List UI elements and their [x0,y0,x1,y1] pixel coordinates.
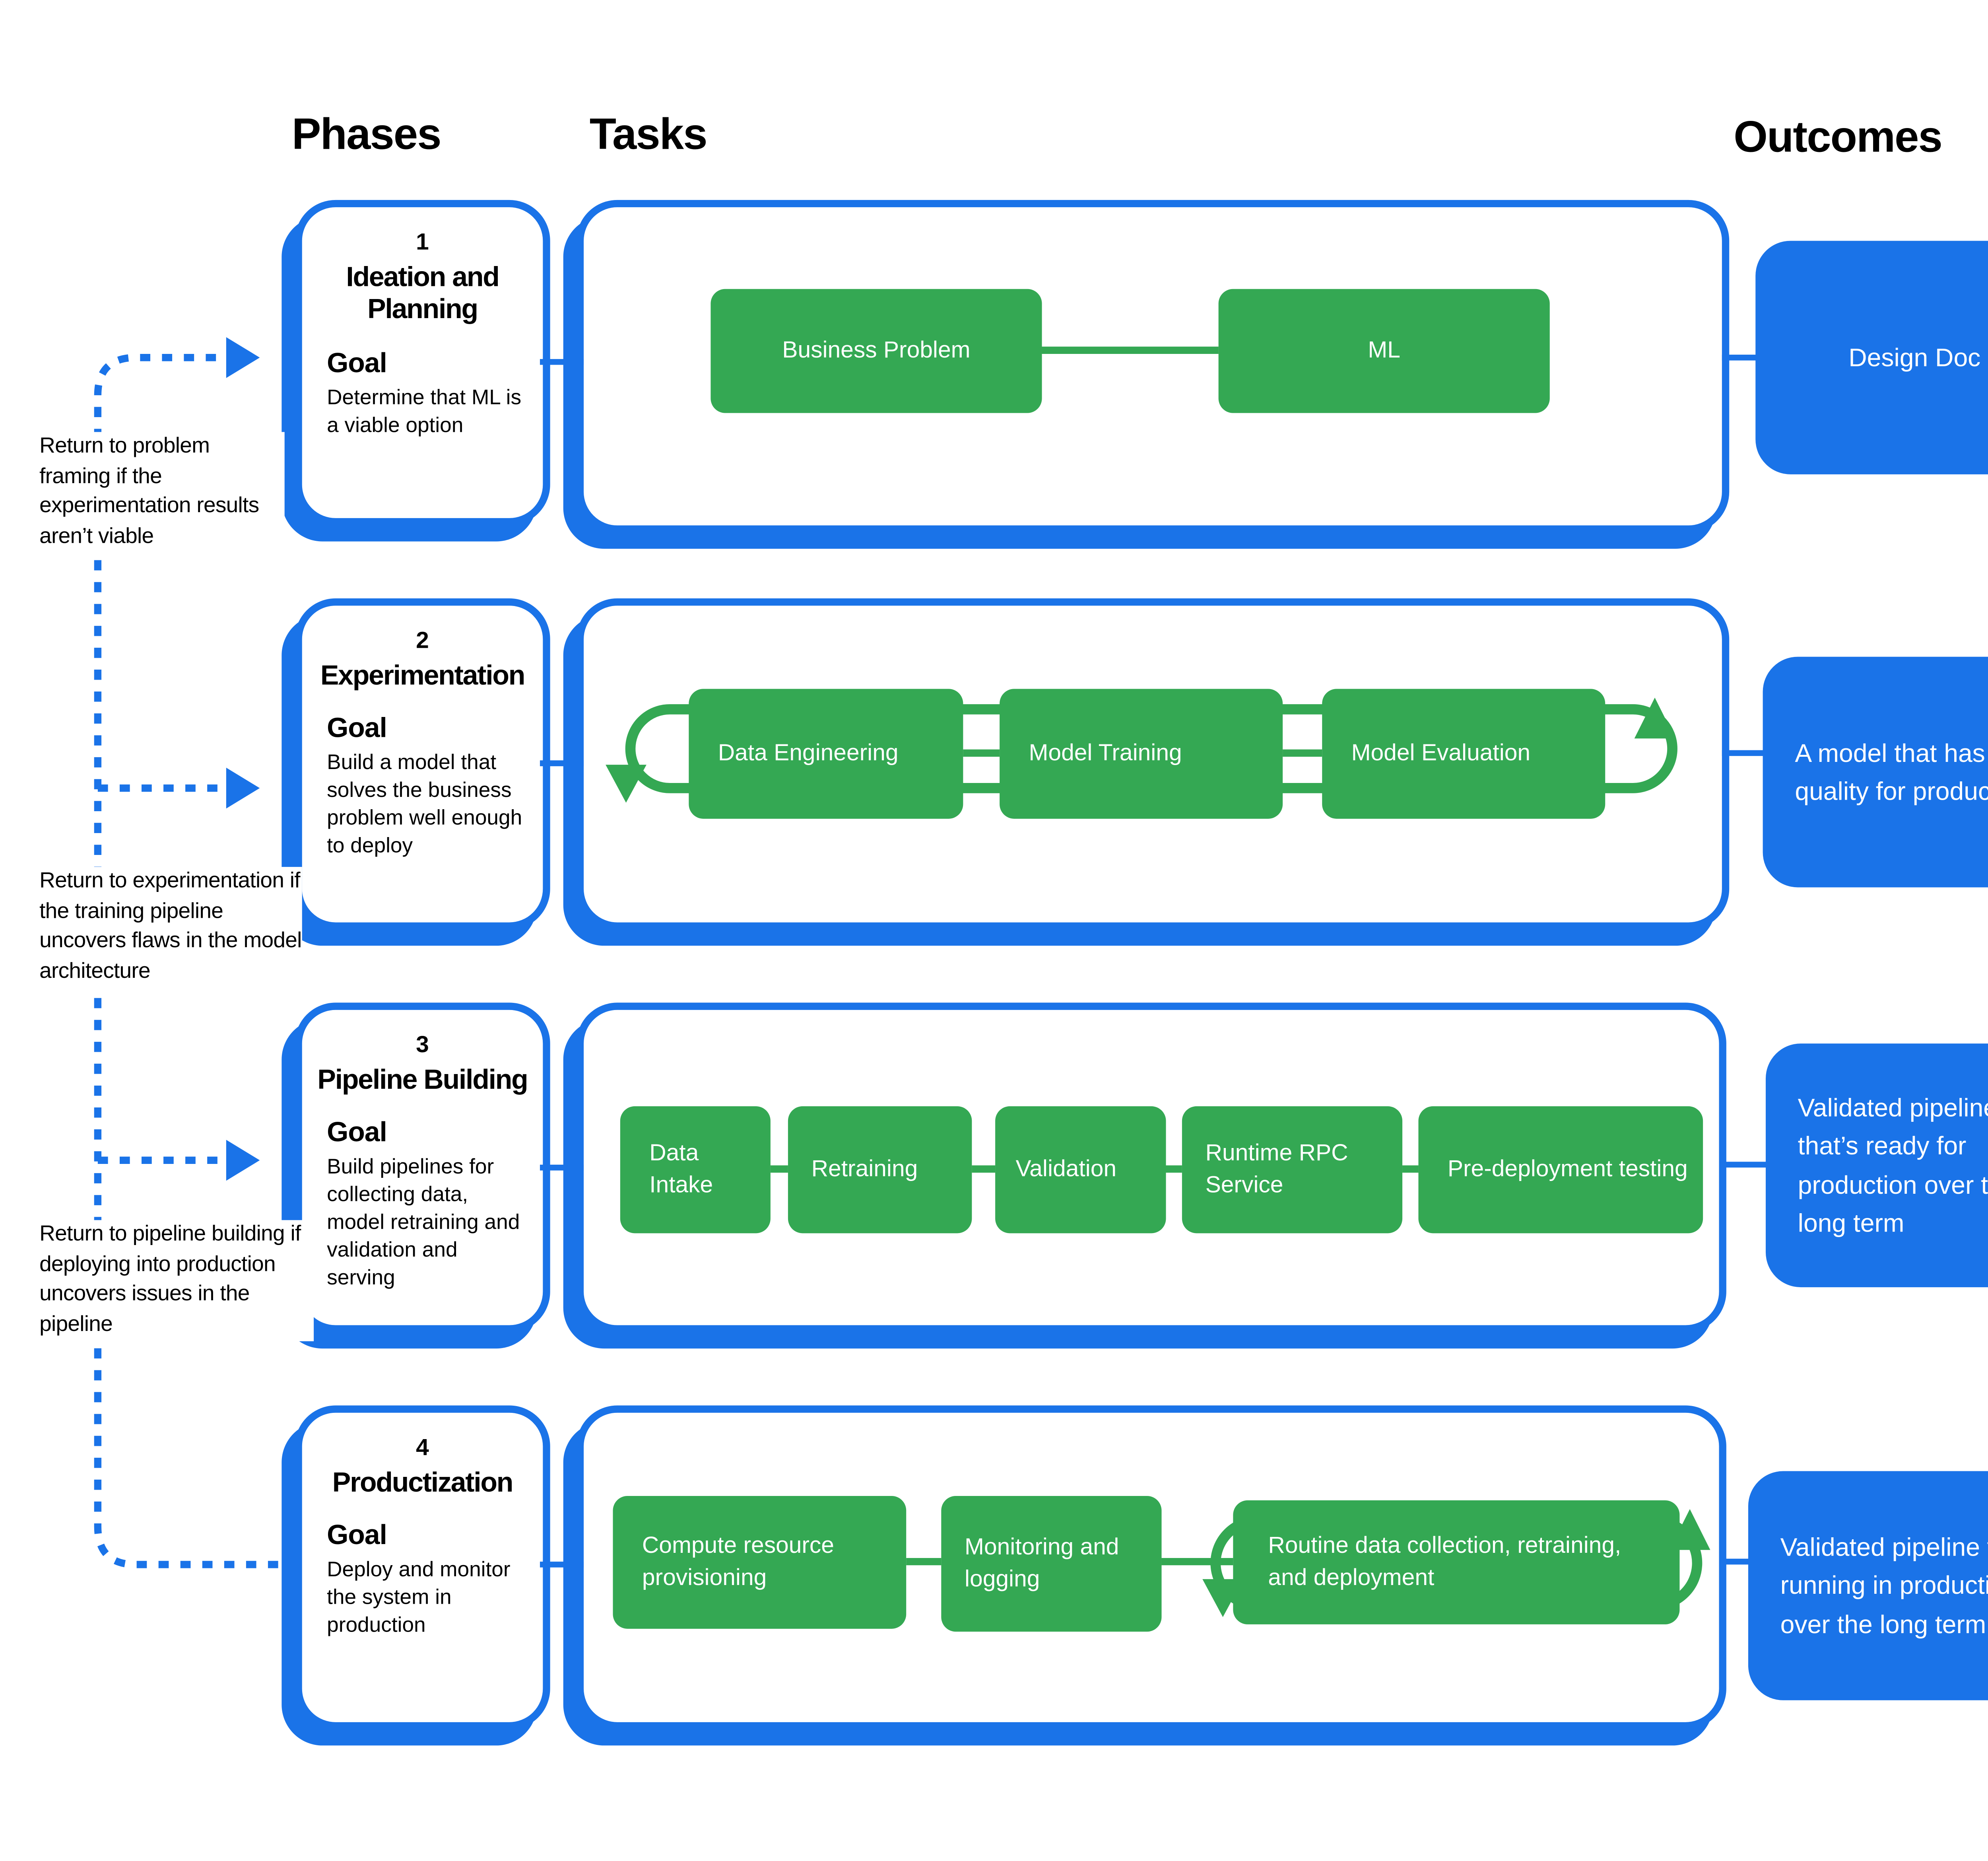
column-header-outcomes: Outcomes [1734,114,1943,162]
goal-label: Goal [327,1118,387,1149]
goal-text: Deploy and monitor the system in product… [327,1559,511,1638]
note-return-to-experimentation: Return to experimentation if the trainin… [39,867,302,988]
phase-card-pipeline-building: 3 Pipeline Building Goal Build pipelines… [295,1002,550,1333]
phase-number: 1 [416,230,429,256]
phase-title: Experimentation [320,661,526,692]
phase-title: Productization [332,1468,514,1499]
phase-card-experimentation: 2 Experimentation Goal Build a model tha… [295,598,550,930]
task-box-model-training: Model Training [1000,689,1283,819]
return-paths [94,354,288,1568]
return-arrowheads [226,337,260,1181]
task-box-data-intake: Data Intake [620,1106,771,1234]
task-box-routine-data-collection: Routine data collection, retraining, and… [1233,1500,1680,1624]
goal-label: Goal [327,348,387,379]
task-box-ml: ML [1218,289,1550,413]
phase-card-productization: 4 Productization Goal Deploy and monitor… [295,1405,550,1730]
goal-text: Build a model that solves the business p… [327,752,522,858]
goal-label: Goal [327,1521,387,1552]
task-box-model-evaluation: Model Evaluation [1322,689,1606,819]
task-box-business-problem: Business Problem [711,289,1042,413]
outcome-pipeline-running: Validated pipeline that’s running in pro… [1748,1471,1988,1700]
goal-text: Build pipelines for collecting data, mod… [327,1156,520,1290]
task-box-validation: Validation [995,1106,1166,1234]
loop-arrowheads [606,697,1710,1617]
phase-title: Pipeline Building [317,1065,528,1096]
goal-text: Determine that ML is a viable option [327,386,522,437]
outcome-model-good-quality: A model that has good quality for produc… [1763,657,1988,888]
column-header-tasks: Tasks [589,111,708,159]
goal-label: Goal [327,714,387,745]
task-box-runtime-rpc-service: Runtime RPC Service [1182,1106,1403,1234]
phase-number: 2 [416,629,429,654]
task-box-compute-resource-provisioning: Compute resource provisioning [613,1496,907,1629]
phase-card-ideation: 1 Ideation and Planning Goal Determine t… [295,200,550,526]
task-box-data-engineering: Data Engineering [689,689,963,819]
phase-number: 4 [416,1436,429,1461]
blue-connector-lines [540,354,1772,1568]
column-header-phases: Phases [292,111,441,159]
note-return-to-pipeline-building: Return to pipeline building if deploying… [39,1220,314,1341]
outcome-pipeline-ready: Validated pipeline that’s ready for prod… [1765,1043,1988,1288]
task-box-retraining: Retraining [788,1106,972,1234]
task-box-pre-deployment-testing: Pre-deployment testing [1418,1106,1703,1234]
task-box-monitoring-and-logging: Monitoring and logging [941,1496,1162,1632]
phase-title: Ideation and Planning [346,262,499,326]
green-connector-lines [770,346,1419,1566]
phase-number: 3 [416,1033,429,1058]
outcome-design-doc: Design Doc [1755,241,1988,474]
note-return-to-problem-framing: Return to problem framing if the experim… [39,432,285,553]
